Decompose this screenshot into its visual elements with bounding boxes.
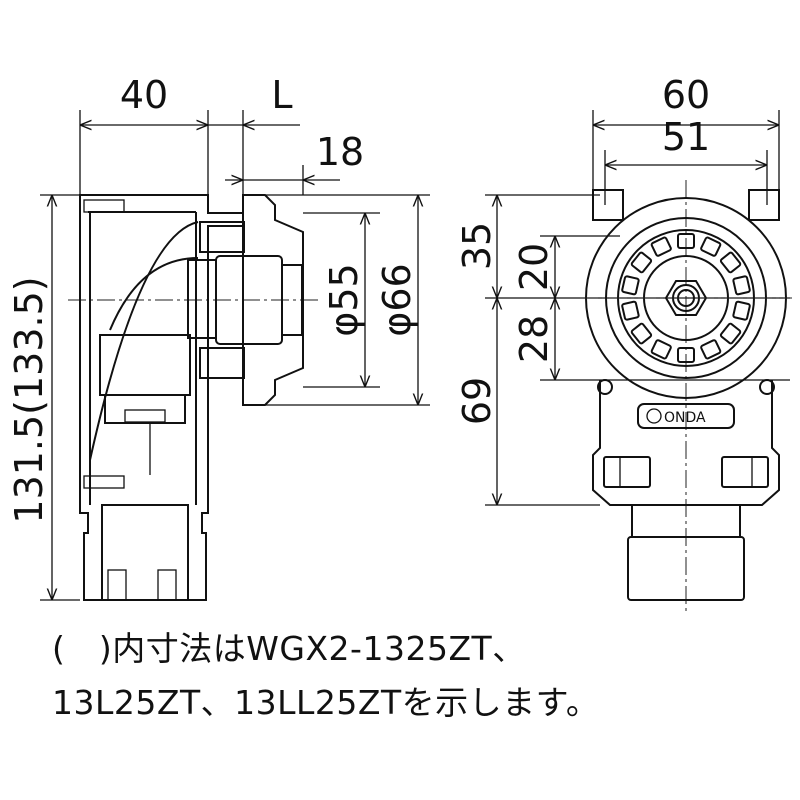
- front-view: ONDA: [485, 110, 792, 615]
- hex-nut: [664, 280, 708, 316]
- grip-segment: [700, 339, 722, 360]
- dim-40: 40: [120, 73, 168, 117]
- grip-segment: [621, 300, 640, 321]
- grip-segment: [630, 322, 653, 345]
- dim-35: 35: [455, 222, 499, 270]
- grip-segments: [621, 233, 751, 363]
- grip-segment: [677, 347, 695, 363]
- grip-segment: [650, 339, 672, 360]
- grip-segment: [700, 236, 722, 257]
- grip-segment: [732, 300, 751, 321]
- dim-L: L: [271, 73, 292, 117]
- grip-segment: [732, 275, 751, 296]
- onda-logo: ONDA: [664, 410, 706, 426]
- logo-plate: [637, 403, 735, 429]
- dim-height: 131.5(133.5): [7, 276, 51, 523]
- grip-segment: [650, 236, 672, 257]
- cap-nut: [242, 194, 304, 406]
- dim-phi55: φ55: [322, 263, 366, 336]
- dim-28: 28: [512, 315, 556, 363]
- note-line-2: 13L25ZT、13LL25ZTを示します。: [52, 683, 600, 722]
- grip-segment: [621, 275, 640, 296]
- side-view: [40, 110, 430, 601]
- note-line-1: ( )内寸法はWGX2-1325ZT、: [52, 629, 526, 668]
- grip-segment: [630, 251, 653, 274]
- dim-69: 69: [455, 377, 499, 425]
- grip-segment: [677, 233, 695, 249]
- dim-60: 60: [662, 73, 710, 117]
- grip-segment: [719, 251, 742, 274]
- elbow-body: [79, 194, 244, 601]
- dim-20: 20: [512, 243, 556, 291]
- dim-51: 51: [662, 115, 710, 159]
- dim-18: 18: [316, 130, 364, 174]
- grip-segment: [719, 322, 742, 345]
- dim-phi66: φ66: [375, 263, 419, 336]
